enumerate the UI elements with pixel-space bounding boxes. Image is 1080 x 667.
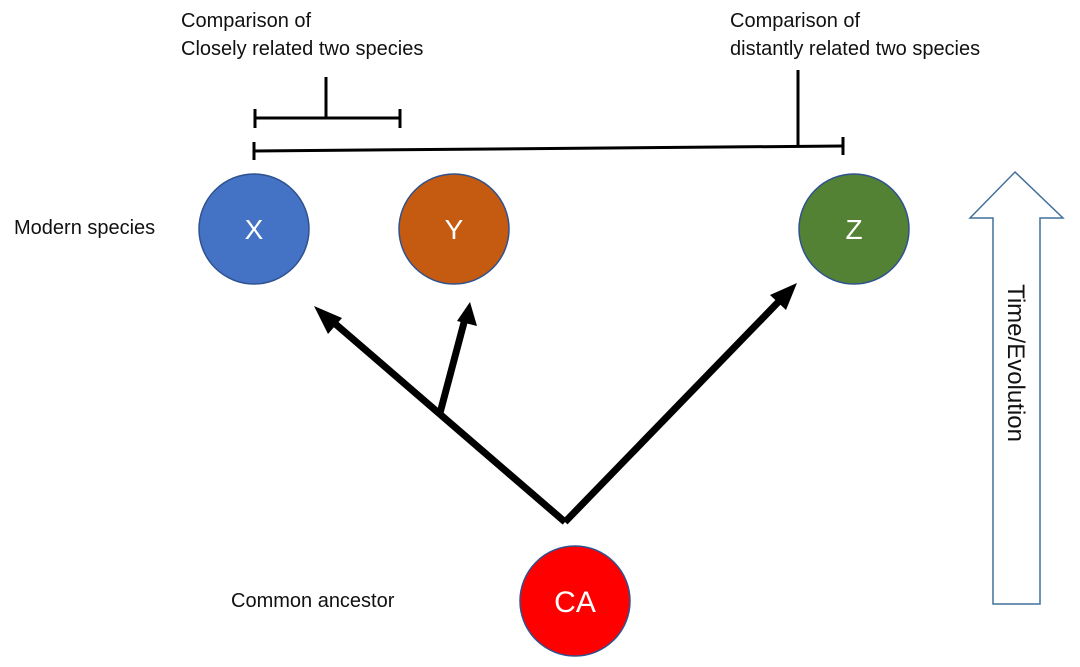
arrowhead-y (457, 302, 477, 326)
distant-comparison-label-line1: Comparison of (730, 10, 861, 32)
arrowhead-x (314, 306, 342, 334)
distant-comparison-bracket (252, 70, 845, 160)
arrowheads (314, 283, 797, 334)
node-x-circle (198, 173, 310, 285)
close-comparison-bracket (253, 77, 402, 128)
arrowhead-z (770, 283, 797, 310)
branch-ca-to-z-arrow (562, 290, 790, 525)
evolution-arrows (322, 290, 790, 525)
time-arrow-shape (968, 170, 1065, 605)
close-comparison-label-line2: Closely related two species (181, 38, 423, 60)
branch-to-y-arrow (436, 314, 470, 414)
node-z-circle (798, 173, 910, 285)
time-evolution-label: Time/Evolution (1002, 284, 1029, 442)
node-y-circle (398, 173, 510, 285)
node-z: Z (798, 173, 910, 285)
close-comparison-label-line1: Comparison of (181, 10, 312, 32)
node-x-letter: X (245, 214, 264, 245)
node-y: Y (398, 173, 510, 285)
common-ancestor-label: Common ancestor (231, 590, 395, 612)
distant-comparison-label-line2: distantly related two species (730, 38, 980, 60)
branch-ca-to-x-arrow (322, 312, 568, 525)
node-y-letter: Y (445, 214, 464, 245)
modern-species-label: Modern species (14, 217, 155, 239)
node-ca: CA (519, 545, 631, 657)
node-ca-circle (519, 545, 631, 657)
node-x: X (198, 173, 310, 285)
node-ca-letter: CA (554, 586, 596, 619)
time-evolution-arrow: Time/Evolution (968, 170, 1065, 605)
node-z-letter: Z (845, 214, 862, 245)
